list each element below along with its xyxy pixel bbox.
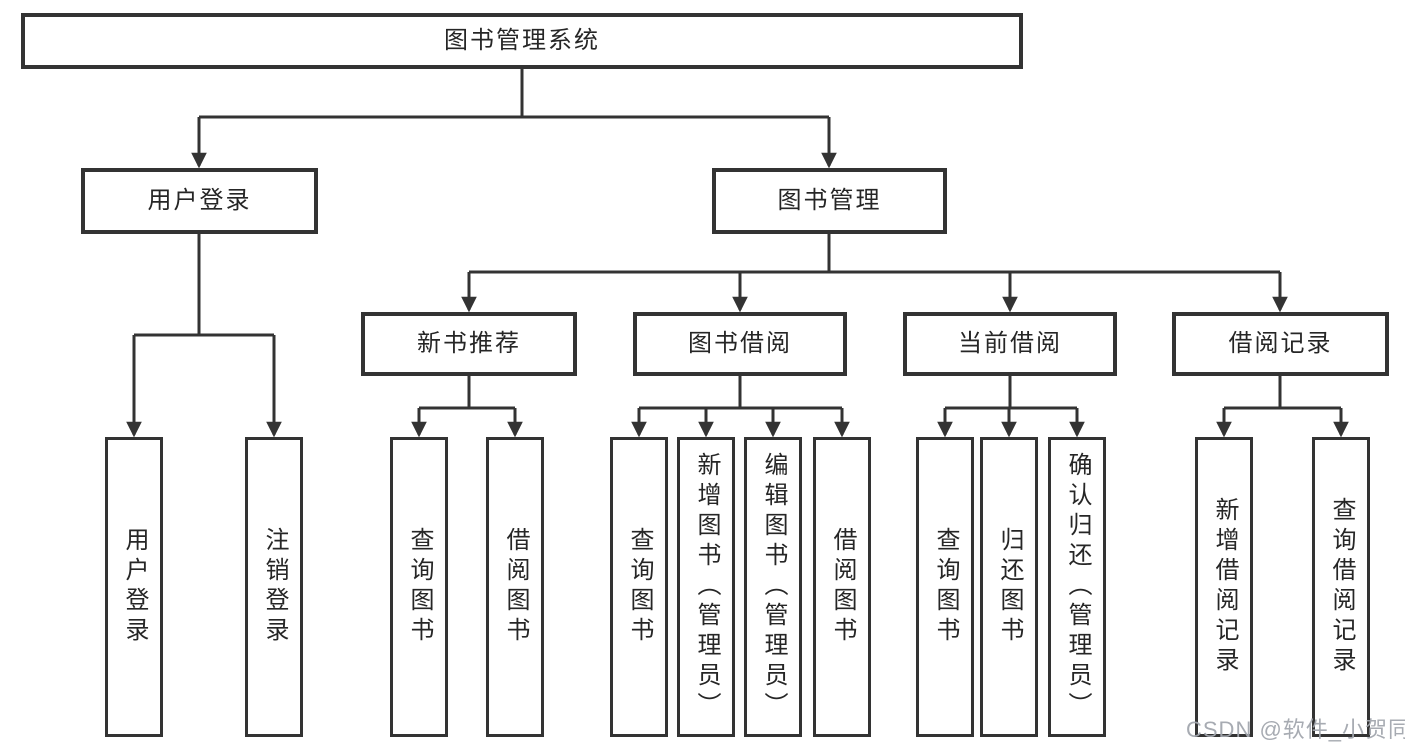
leaf-query-book-current: 查询图书	[916, 437, 974, 737]
leaf-query-book-borrow: 查询图书	[610, 437, 668, 737]
leaf-return-book: 归还图书	[980, 437, 1038, 737]
leaf-borrow-book-recommend: 借阅图书	[486, 437, 544, 737]
node-new-book-recommendation: 新书推荐	[361, 312, 577, 376]
node-user-login-branch: 用户登录	[81, 168, 318, 234]
node-book-borrowing: 图书借阅	[633, 312, 847, 376]
node-root-library-system: 图书管理系统	[21, 13, 1023, 69]
leaf-query-borrow-record: 查询借阅记录	[1312, 437, 1370, 737]
node-book-management-branch: 图书管理	[712, 168, 947, 234]
leaf-edit-book-admin: 编辑图书（管理员）	[744, 437, 802, 737]
leaf-borrow-book: 借阅图书	[813, 437, 871, 737]
csdn-watermark: CSDN @软件_小贺同学	[1186, 717, 1405, 742]
leaf-add-borrow-record: 新增借阅记录	[1195, 437, 1253, 737]
leaf-confirm-return-admin: 确认归还（管理员）	[1048, 437, 1106, 737]
leaf-add-book-admin: 新增图书（管理员）	[677, 437, 735, 737]
node-borrowing-records: 借阅记录	[1172, 312, 1389, 376]
leaf-user-login: 用户登录	[105, 437, 163, 737]
leaf-query-book-recommend: 查询图书	[390, 437, 448, 737]
node-current-borrowing: 当前借阅	[903, 312, 1117, 376]
leaf-logout: 注销登录	[245, 437, 303, 737]
